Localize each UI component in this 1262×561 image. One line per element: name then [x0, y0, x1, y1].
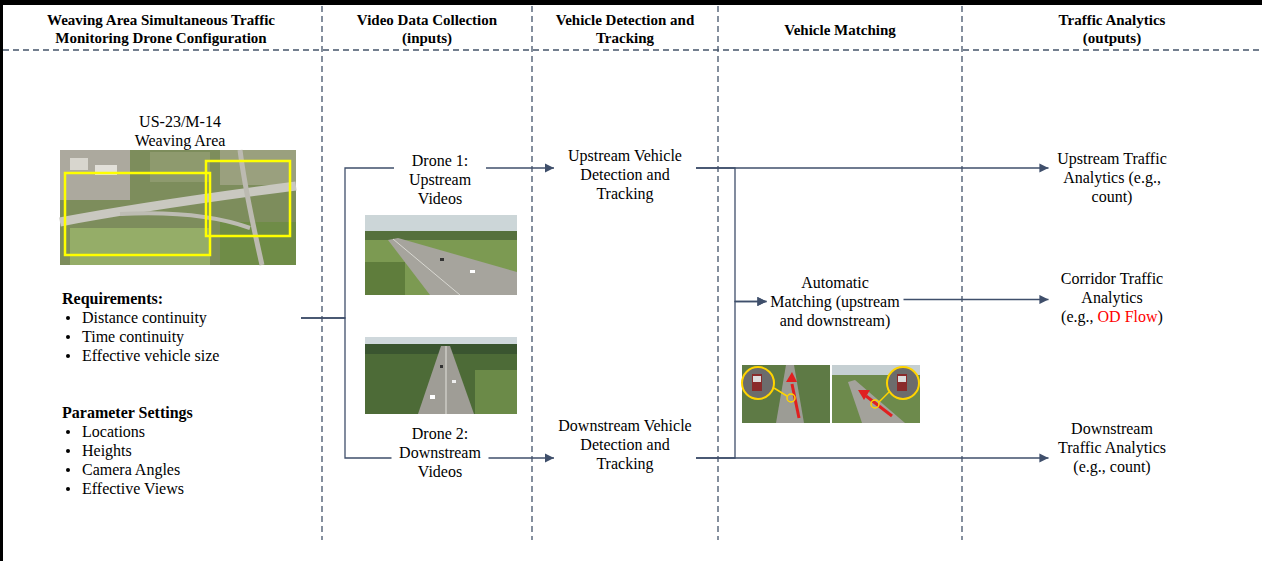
highlight-text: OD Flow [1098, 308, 1158, 325]
flow-arrow [301, 318, 392, 458]
column-header: Vehicle Detection and Tracking [543, 11, 708, 47]
process-text: Drone 2: Downstream Videos [393, 423, 488, 482]
node-text: Drone 2: Downstream Videos [395, 424, 486, 481]
flow-arrow [301, 168, 394, 318]
flow-arrow [489, 457, 555, 458]
node-text: Drone 1: Upstream Videos [397, 151, 483, 208]
column-dividers [3, 6, 1262, 540]
requirements-block: Requirements:Distance continuityTime con… [60, 288, 300, 499]
node-text: Downstream Vehicle Detection and Trackin… [557, 416, 693, 473]
bullet-item: Heights [62, 441, 298, 460]
upstream-drone-photo [365, 215, 517, 295]
flow-arrow [696, 302, 767, 459]
flow-arrow [696, 457, 1049, 458]
node-text: Upstream Traffic Analytics (e.g., count) [1052, 149, 1173, 206]
node-text: ) [1158, 308, 1163, 325]
bullet-item: Camera Angles [62, 460, 298, 479]
list-heading: Requirements: [62, 289, 298, 308]
bullet-item: Effective vehicle size [62, 346, 298, 365]
map-label: US-23/M-14 Weaving Area [120, 112, 240, 150]
weaving-area-map [60, 150, 296, 265]
list-heading: Parameter Settings [62, 403, 298, 422]
bullet-item: Distance continuity [62, 308, 298, 327]
process-text: Drone 1: Upstream Videos [395, 150, 485, 209]
column-header: Traffic Analytics (outputs) [1037, 11, 1187, 47]
flow-arrow [696, 168, 767, 302]
process-text: Downstream Vehicle Detection and Trackin… [555, 415, 695, 474]
top-border [0, 0, 1262, 5]
column-header: Vehicle Matching [740, 21, 940, 39]
process-text: Corridor Traffic Analytics (e.g.,OD Flow… [1050, 268, 1175, 327]
column-header: Weaving Area Simultaneous Traffic Monito… [30, 11, 292, 47]
bullet-item: Locations [62, 422, 298, 441]
process-text: Upstream Vehicle Detection and Tracking [555, 145, 695, 204]
node-text: Downstream Traffic Analytics (e.g., coun… [1052, 419, 1173, 476]
column-header: Video Data Collection (inputs) [352, 11, 502, 47]
node-text: Automatic Matching (upstream and downstr… [770, 273, 901, 330]
bullet-item: Effective Views [62, 479, 298, 498]
downstream-drone-photo [365, 337, 517, 414]
bullet-item: Time continuity [62, 327, 298, 346]
flow-arrow [904, 299, 1049, 300]
node-text: Upstream Vehicle Detection and Tracking [557, 146, 693, 203]
left-border [0, 0, 3, 561]
process-text: Downstream Traffic Analytics (e.g., coun… [1050, 418, 1175, 477]
flow-arrow [696, 167, 1049, 168]
matching-example-images [742, 365, 920, 423]
process-text: Upstream Traffic Analytics (e.g., count) [1050, 148, 1175, 207]
flow-arrow [486, 167, 554, 168]
process-text: Automatic Matching (upstream and downstr… [768, 272, 903, 331]
